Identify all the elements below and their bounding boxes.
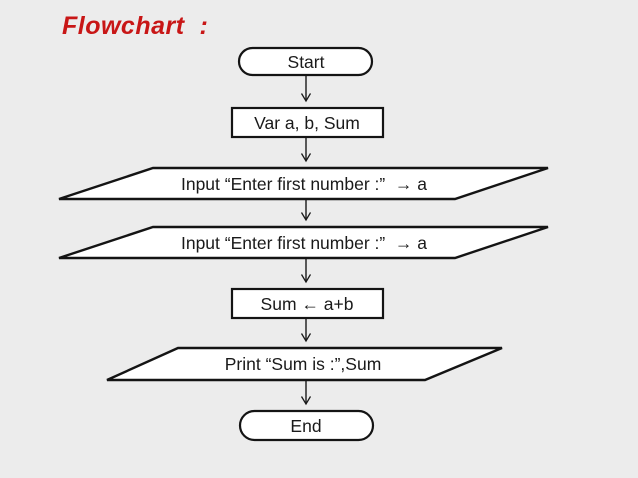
node-label-end: End	[290, 416, 321, 436]
input-output-shape	[58, 166, 549, 201]
node-process-var-declaration: Var a, b, Sum	[230, 106, 385, 139]
node-end-terminator: End	[238, 409, 375, 442]
node-label-declare: Var a, b, Sum	[254, 113, 360, 133]
node-io-print-sum: Print “Sum is :”,Sum	[106, 346, 503, 382]
input-output-shape	[58, 225, 549, 260]
node-label-print: Print “Sum is :”,Sum	[225, 354, 382, 374]
node-label-start: Start	[288, 52, 325, 72]
node-label-sum: Sum ← a+b	[261, 294, 354, 314]
terminator-shape	[238, 409, 375, 442]
process-shape	[230, 287, 385, 320]
terminator-shape	[237, 46, 374, 77]
node-start-terminator: Start	[237, 46, 374, 77]
node-io-input-second: Input “Enter first number :” → a	[58, 225, 549, 260]
process-shape	[230, 106, 385, 139]
input-output-shape	[106, 346, 503, 382]
node-io-input-first: Input “Enter first number :” → a	[58, 166, 549, 201]
flowchart-title: Flowchart :	[62, 12, 209, 40]
node-label-input2: Input “Enter first number :” → a	[181, 233, 427, 253]
node-label-input1: Input “Enter first number :” → a	[181, 174, 427, 194]
node-process-sum: Sum ← a+b	[230, 287, 385, 320]
